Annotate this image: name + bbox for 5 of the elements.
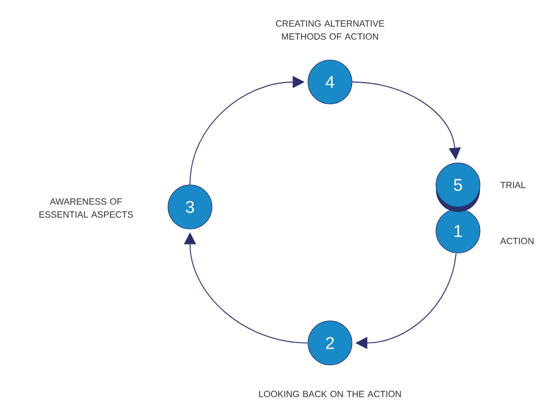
node-label: LOOKING BACK ON THE ACTION [259, 390, 401, 398]
node-label: AWARENESS OF ESSENTIAL ASPECTS [39, 198, 133, 218]
node-label: TRIAL [500, 182, 526, 188]
node-label: ACTION [500, 238, 534, 244]
node-label: CREATING ALTERNATIVE METHODS OF ACTION [276, 20, 384, 40]
